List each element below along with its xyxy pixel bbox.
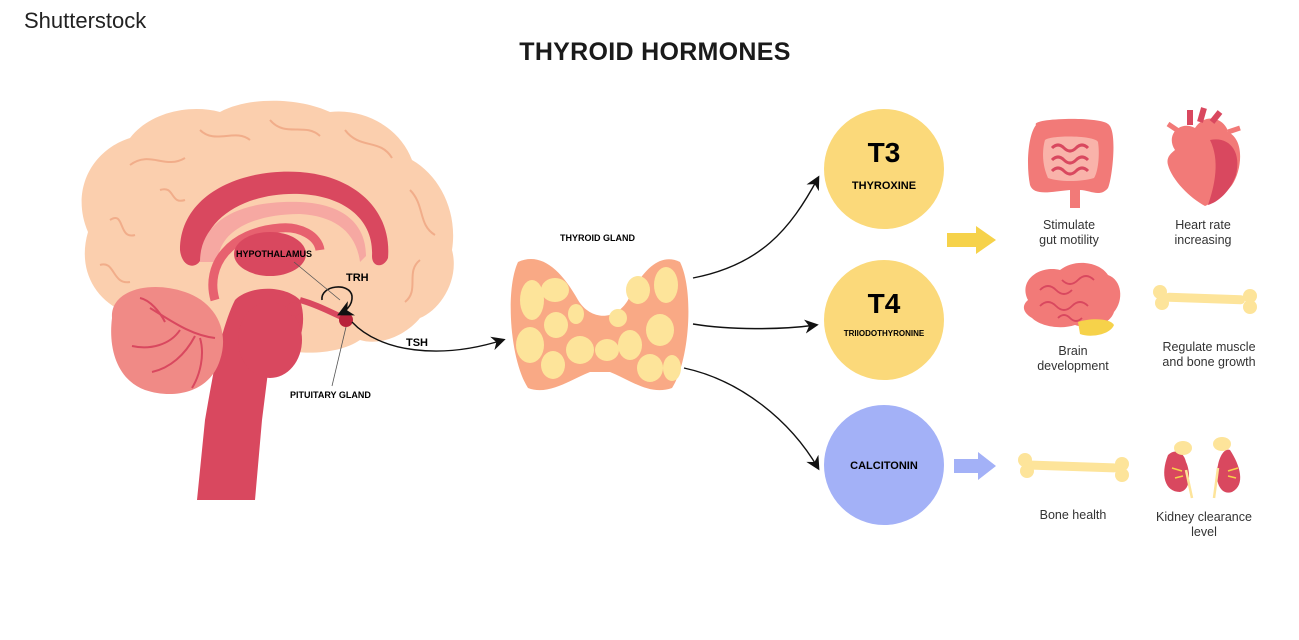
thyroid-gland-illustration — [510, 259, 689, 391]
hypothalamus-label: HYPOTHALAMUS — [236, 249, 312, 259]
bone-icon — [1153, 285, 1257, 314]
calcitonin-name: CALCITONIN — [850, 460, 918, 472]
t3-code: T3 — [868, 137, 901, 168]
cerebellum-branches — [131, 297, 216, 389]
brain-gyri — [99, 119, 436, 303]
yellow-arrow — [947, 226, 996, 254]
kidney-icon — [1164, 437, 1241, 499]
calcitonin-circle — [824, 405, 944, 525]
bone-icon — [1018, 453, 1129, 482]
blue-arrow — [954, 452, 996, 480]
tsh-arrow — [351, 321, 506, 352]
arrow-to-calcitonin — [683, 367, 820, 471]
thyroid-gland-label: THYROID GLAND — [560, 233, 635, 243]
effect-bone-health: Bone health — [1039, 508, 1107, 522]
arrow-to-t3 — [692, 175, 820, 279]
t4-name: TRIIODOTHYRONINE — [844, 329, 925, 338]
arrow-to-t4 — [692, 319, 819, 334]
page-title: THYROID HORMONES — [519, 38, 791, 66]
t4-circle — [824, 260, 944, 380]
brain-icon — [1023, 262, 1121, 336]
t3-circle — [824, 109, 944, 229]
tsh-label: TSH — [406, 337, 428, 349]
t3-name: THYROXINE — [852, 180, 916, 192]
trh-label: TRH — [346, 272, 369, 284]
t4-code: T4 — [868, 288, 901, 319]
corpus-callosum — [180, 171, 389, 266]
brain-section-illustration — [81, 100, 454, 500]
watermark: Shutterstock — [24, 8, 147, 33]
cerebellum — [111, 287, 224, 395]
heart-icon — [1166, 107, 1241, 206]
pituitary-gland-label: PITUITARY GLAND — [290, 390, 371, 400]
intestine-icon — [1028, 118, 1114, 208]
hypothalamus-shape — [234, 232, 306, 276]
pituitary-gland-shape — [339, 313, 353, 327]
